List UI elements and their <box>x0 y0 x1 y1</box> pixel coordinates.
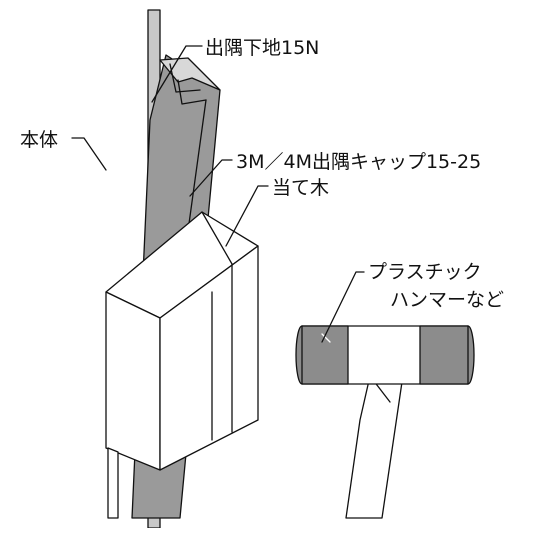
leader-hammer <box>321 271 365 343</box>
corner-cap-fold-edge <box>169 63 201 93</box>
corner-cap-fold <box>159 57 221 91</box>
leader-corner-cap <box>189 159 233 197</box>
label-corner-base: 出隅下地15N <box>205 37 320 59</box>
wood-block-front <box>105 291 161 471</box>
wood-block-top-cap-line <box>201 211 233 265</box>
hammer-head-highlight-left <box>321 333 331 343</box>
label-main-body: 本体 <box>20 129 59 151</box>
leader-wood-block <box>225 185 269 247</box>
hammer-handle <box>345 375 403 519</box>
hammer-head-right-band <box>419 325 469 385</box>
hammer-head-left-band <box>301 325 349 385</box>
label-wood-block: 当て木 <box>272 177 330 199</box>
label-hammer-line1: プラスチック <box>368 261 482 283</box>
label-corner-cap: 3M／4M出隅キャップ15-25 <box>236 151 482 173</box>
label-hammer-line2: ハンマーなど <box>390 289 505 311</box>
leader-main-body <box>71 137 107 171</box>
main-body-pole-lower <box>107 447 119 519</box>
wood-block-right <box>159 245 259 471</box>
corner-cap-fold-inner <box>177 79 207 105</box>
leader-corner-base <box>151 45 203 103</box>
